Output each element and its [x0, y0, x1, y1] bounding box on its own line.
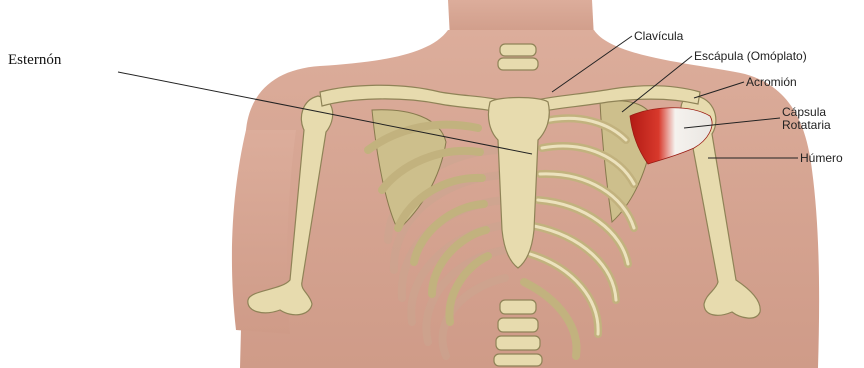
- label-esternon: Esternón: [8, 52, 62, 68]
- label-rotataria: Rotataria: [782, 118, 831, 132]
- label-acromion: Acromión: [746, 75, 797, 89]
- label-capsula: Cápsula: [782, 105, 826, 119]
- label-clavicula: Clavícula: [634, 29, 684, 43]
- label-escapula: Escápula (Omóplato): [694, 49, 807, 63]
- label-humero: Húmero: [800, 151, 843, 165]
